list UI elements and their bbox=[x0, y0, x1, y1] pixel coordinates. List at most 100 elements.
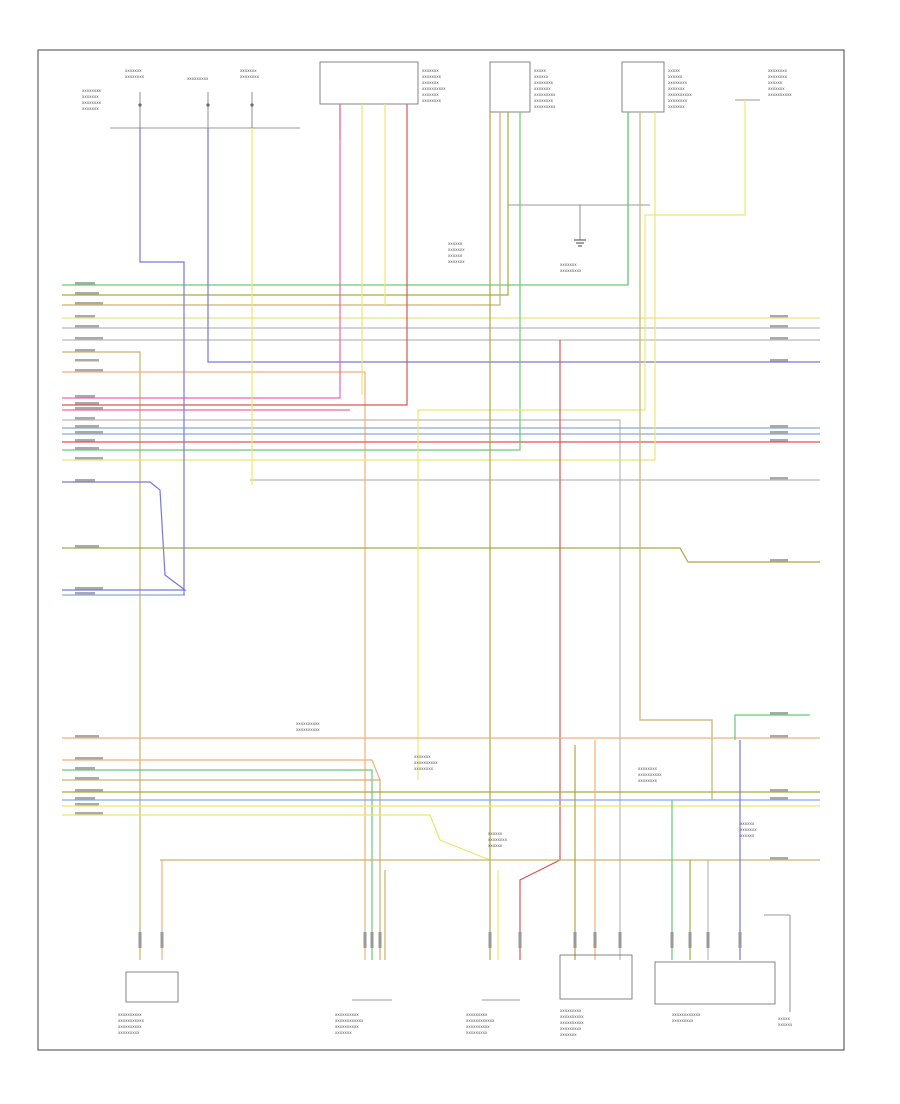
svg-text:xxxxxx: xxxxxx bbox=[448, 253, 463, 258]
wire-yellow-17 bbox=[62, 112, 656, 461]
component-bottom-3: xxxxxxxxx xxxxxxxxxxxx xxxxxxxxxx xxxxxx… bbox=[466, 999, 520, 1035]
right-wire-label-3 bbox=[770, 359, 788, 362]
wire-olive-20 bbox=[62, 547, 820, 563]
svg-text:xxxxxxxx: xxxxxxxx bbox=[82, 100, 102, 105]
connector-pin-12 bbox=[706, 932, 710, 948]
svg-text:xxxxxxxxxx: xxxxxxxxxx bbox=[560, 1014, 584, 1019]
svg-text:xxxxxxxx: xxxxxxxx bbox=[768, 74, 788, 79]
wire-olive-1 bbox=[62, 112, 509, 296]
switch-module-a: xxxxx xxxxxx xxxxxxxx xxxxxxx xxxxxxxxx … bbox=[489, 61, 556, 113]
svg-text:xxxxxxx: xxxxxxx bbox=[422, 92, 439, 97]
svg-text:xxxxxxxxxx: xxxxxxxxxx bbox=[296, 727, 320, 732]
left-wire-label-27 bbox=[75, 797, 95, 800]
connector-pin-3 bbox=[370, 932, 374, 948]
svg-text:xxxxxxxxxx: xxxxxxxxxx bbox=[638, 772, 662, 777]
svg-text:xxxxxxxx: xxxxxxxx bbox=[82, 88, 102, 93]
wires bbox=[62, 100, 820, 960]
svg-text:xxxxxxx: xxxxxxx bbox=[668, 104, 685, 109]
svg-text:xxxxx: xxxxx bbox=[778, 1016, 790, 1021]
svg-text:xxxxxx: xxxxxx bbox=[740, 833, 755, 838]
right-wire-label-10 bbox=[770, 735, 788, 738]
left-wire-label-5 bbox=[75, 337, 103, 340]
component-bottom-2: xxxxxxxxxx xxxxxxxxxxxx xxxxxxxxxx xxxxx… bbox=[335, 999, 392, 1035]
svg-text:xxxxxxxxxx: xxxxxxxxxx bbox=[466, 1024, 490, 1029]
svg-text:xxxxxxxxx: xxxxxxxxx bbox=[118, 1030, 140, 1035]
right-wire-label-2 bbox=[770, 337, 788, 340]
wire-tan-2 bbox=[62, 112, 501, 306]
svg-text:xxxxxx: xxxxxx bbox=[534, 74, 549, 79]
diagram-frame bbox=[37, 49, 845, 1051]
connector-pin-9 bbox=[618, 932, 622, 948]
svg-text:xxxxxxxx: xxxxxxxx bbox=[668, 98, 688, 103]
wire-yellow-27 bbox=[417, 100, 746, 780]
svg-text:xxxxxxxxxx: xxxxxxxxxx bbox=[560, 1020, 584, 1025]
left-wire-label-9 bbox=[75, 395, 95, 398]
left-wire-label-23 bbox=[75, 757, 103, 760]
svg-text:xxxxxxx: xxxxxxx bbox=[82, 106, 99, 111]
top-connector-block: xxxxxxx xxxxxxxx xxxxxxx xxxxxxxxxx xxxx… bbox=[319, 61, 446, 105]
svg-text:xxxxxxxxx: xxxxxxxxx bbox=[560, 268, 582, 273]
svg-text:xxxxxxxxx: xxxxxxxxx bbox=[466, 1030, 488, 1035]
left-wire-label-18 bbox=[75, 479, 95, 482]
wire-pink-9 bbox=[62, 104, 341, 399]
svg-text:xxxxxxx: xxxxxxx bbox=[335, 1030, 352, 1035]
right-wire-label-0 bbox=[770, 315, 788, 318]
svg-text:xxxxxxx: xxxxxxx bbox=[740, 827, 757, 832]
svg-text:xxxxxxx: xxxxxxx bbox=[448, 247, 465, 252]
ignition-switch-group: xxxxxxxx xxxxxxx xxxxxxxx xxxxxxx xxxxxx… bbox=[82, 68, 300, 129]
wire-green-0 bbox=[62, 112, 629, 286]
ground-symbol-top: xxxxxxx xxxxxxxxx bbox=[508, 204, 650, 273]
right-wire-label-7 bbox=[770, 477, 788, 480]
left-wire-label-19 bbox=[75, 545, 99, 548]
svg-text:xxxxxxxx: xxxxxxxx bbox=[534, 80, 554, 85]
wire-orange-33 bbox=[62, 759, 381, 781]
svg-text:xxxxxxxxxxx: xxxxxxxxxxx bbox=[118, 1018, 145, 1023]
left-wire-label-24 bbox=[75, 767, 95, 770]
component-bottom-5: xxxxxxxxxxxx xxxxxxxxx bbox=[654, 961, 776, 1023]
svg-text:xxxxxxxx: xxxxxxxx bbox=[668, 80, 688, 85]
svg-text:xxxxxxxxxxxx: xxxxxxxxxxxx bbox=[672, 1012, 701, 1017]
svg-text:xxxxxx: xxxxxx bbox=[740, 821, 755, 826]
svg-text:xxxxxxx: xxxxxxx bbox=[448, 259, 465, 264]
left-wire-label-10 bbox=[75, 402, 99, 405]
wire-orange-8 bbox=[62, 371, 366, 960]
connector-pin-1 bbox=[160, 932, 164, 948]
svg-text:xxxxxxxx: xxxxxxxx bbox=[488, 837, 508, 842]
left-wire-label-29 bbox=[75, 812, 103, 815]
switch-module-b: xxxxx xxxxxx xxxxxxxx xxxxxxx xxxxxxxxxx… bbox=[621, 61, 692, 113]
svg-text:xxxxxxx: xxxxxxx bbox=[422, 80, 439, 85]
svg-text:xxxxxxx: xxxxxxx bbox=[560, 262, 577, 267]
left-wire-label-26 bbox=[75, 789, 103, 792]
left-wire-labels bbox=[75, 282, 103, 815]
connector-pin-10 bbox=[670, 932, 674, 948]
connector-pin-5 bbox=[488, 932, 492, 948]
connector-pin-13 bbox=[738, 932, 742, 948]
svg-text:xxxxxxxx: xxxxxxxx bbox=[768, 68, 788, 73]
svg-text:xxxxxx: xxxxxx bbox=[488, 831, 503, 836]
left-wire-label-28 bbox=[75, 803, 99, 806]
left-wire-label-16 bbox=[75, 447, 99, 450]
svg-text:xxxxxxxxxx: xxxxxxxxxx bbox=[414, 760, 438, 765]
wire-tan-28 bbox=[639, 112, 713, 800]
svg-text:xxxxxxx: xxxxxxx bbox=[82, 94, 99, 99]
wire-green-16 bbox=[62, 112, 521, 451]
svg-text:xxxxxx: xxxxxx bbox=[448, 241, 463, 246]
svg-text:xxxxxxxxx: xxxxxxxxx bbox=[534, 104, 556, 109]
svg-text:xxxxxxxxxx: xxxxxxxxxx bbox=[118, 1012, 142, 1017]
connector-pin-11 bbox=[688, 932, 692, 948]
svg-text:xxxxxxxxx: xxxxxxxxx bbox=[672, 1018, 694, 1023]
left-wire-label-4 bbox=[75, 325, 99, 328]
wire-tan-35 bbox=[62, 779, 381, 960]
svg-text:xxxxxxxxxx: xxxxxxxxxx bbox=[118, 1024, 142, 1029]
svg-text:xxxxxxxxx: xxxxxxxxx bbox=[560, 1008, 582, 1013]
svg-text:xxxxxxx: xxxxxxx bbox=[668, 86, 685, 91]
left-wire-label-8 bbox=[75, 369, 103, 372]
right-wire-label-12 bbox=[770, 797, 788, 800]
component-bottom-4: xxxxxxxxx xxxxxxxxxx xxxxxxxxxx xxxxxxxx… bbox=[559, 954, 633, 1037]
wire-gray-12 bbox=[62, 419, 621, 960]
connector-pin-7 bbox=[573, 932, 577, 948]
top-right-sensor: xxxxxxxx xxxxxxxx xxxxxx xxxxxxx xxxxxxx… bbox=[735, 68, 792, 101]
svg-text:xxxxxx: xxxxxx bbox=[778, 1022, 793, 1027]
